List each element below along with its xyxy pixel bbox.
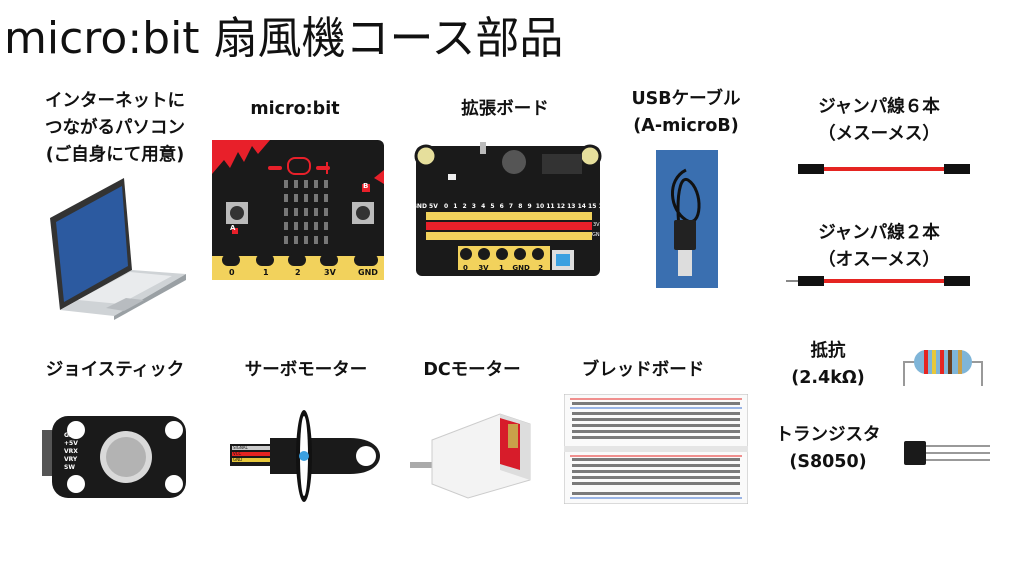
pc-label: インターネットに つながるパソコン (ご自身にて用意): [22, 88, 208, 169]
exp-rail-3v: 3V: [593, 222, 600, 228]
exp-pin-3: 3: [471, 203, 476, 210]
exp-pin-9: 9: [527, 203, 532, 210]
jumper-wire-om: [786, 274, 970, 288]
dc-motor: [408, 404, 540, 500]
exp-pin-12: 12: [556, 203, 566, 210]
usb-cable-line1: USBケーブル: [631, 89, 741, 109]
servo-wire-gnd: GND: [233, 457, 243, 462]
exp-pin-5: 5: [490, 203, 495, 210]
jumper-om-line1: ジャンパ線２本: [818, 223, 940, 243]
pc-label-line2: つながるパソコン: [45, 118, 185, 138]
resistor-line2: (2.4kΩ): [791, 368, 865, 388]
exp-pin-1: 1: [453, 203, 458, 210]
microbit-pin-3v: 3V: [324, 268, 336, 277]
resistor-label: 抵抗 (2.4kΩ): [780, 338, 876, 392]
servo-wire-signal: SIGNAL: [233, 445, 248, 450]
expansion-edge-pins: 0 3V 1 GND 2: [463, 264, 543, 272]
transistor-line1: トランジスタ: [775, 425, 881, 445]
exp-edge-2: 2: [538, 264, 544, 272]
transistor-label: トランジスタ (S8050): [764, 422, 892, 476]
exp-pin-14: 14: [577, 203, 586, 210]
exp-pin-15: 15: [588, 203, 597, 210]
expansion-pin-labels: GND 5V 0 1 2 3 4 5 6 7 8 9 10 11 12 13 1…: [412, 203, 628, 210]
exp-pin-0: 0: [443, 203, 449, 210]
exp-pin-2: 2: [462, 203, 467, 210]
expansion-header-rows: [426, 212, 592, 240]
joystick-pin-labels: GND +5V VRX VRY SW: [64, 432, 79, 472]
servo-wire-vcc: VCC: [233, 451, 242, 456]
dc-motor-label: DCモーター: [423, 360, 521, 380]
microbit-label: micro:bit: [250, 99, 340, 119]
microbit-pin-1: 1: [263, 268, 269, 277]
joystick-module: GND +5V VRX VRY SW: [42, 412, 190, 502]
jumper-om-label: ジャンパ線２本 （オスーメス）: [794, 220, 964, 274]
transistor-line2: (S8050): [789, 452, 867, 472]
jumper-mm-label: ジャンパ線６本 （メスーメス）: [794, 94, 964, 148]
exp-edge-0: 0: [463, 264, 468, 272]
servo-motor: SIGNAL VCC GND: [230, 408, 386, 504]
joystick-pin-vry: VRY: [64, 456, 78, 463]
joystick-pin-5v: +5V: [64, 440, 78, 447]
jumper-om-line2: （オスーメス）: [818, 250, 940, 270]
pc-label-line3: (ご自身にて用意): [45, 145, 185, 165]
exp-pin-4: 4: [481, 203, 486, 210]
exp-rail-gnd: GND: [592, 232, 604, 238]
joystick-pin-vrx: VRX: [64, 448, 78, 455]
exp-pin-6: 6: [499, 203, 504, 210]
jumper-mm-line1: ジャンパ線６本: [818, 97, 940, 117]
exp-pin-7: 7: [508, 203, 514, 210]
usb-cable-line2: (A-microB): [633, 116, 739, 136]
exp-pin-5v: 5V: [429, 203, 438, 210]
microbit-pin-2: 2: [295, 268, 301, 277]
breadboard: [564, 394, 748, 504]
resistor-line1: 抵抗: [810, 341, 846, 361]
page-title: micro:bit 扇風機コース部品: [4, 13, 564, 64]
microbit-button-a: A: [230, 224, 236, 232]
servo-label: サーボモーター: [244, 360, 368, 380]
pc-label-line1: インターネットに: [45, 91, 185, 111]
microbit-button-b: B: [363, 182, 369, 190]
joystick-pin-sw: SW: [64, 464, 75, 471]
servo-wire-labels: SIGNAL VCC GND: [233, 445, 248, 463]
resistor: [896, 336, 990, 388]
exp-pin-11: 11: [546, 203, 555, 210]
exp-pin-20: 20: [619, 203, 628, 210]
jumper-wire-mm: [798, 162, 970, 176]
expansion-board-label: 拡張ボード: [461, 99, 549, 119]
microbit-pin-gnd: GND: [358, 268, 378, 277]
laptop-image: [40, 170, 190, 320]
exp-pin-16: 16: [598, 203, 607, 210]
usb-cable-image: [656, 150, 718, 288]
joystick-label: ジョイスティック: [45, 360, 185, 380]
expansion-board: GND 5V 0 1 2 3 4 5 6 7 8 9 10 11 12 13 1…: [412, 140, 628, 280]
exp-pin-13: 13: [567, 203, 576, 210]
usb-cable-label: USBケーブル (A-microB): [618, 86, 754, 140]
transistor: [904, 440, 992, 466]
microbit-board: A B 0 1 2 3V GND: [212, 140, 384, 280]
jumper-mm-line2: （メスーメス）: [818, 124, 940, 144]
exp-edge-1: 1: [499, 264, 504, 272]
joystick-pin-gnd: GND: [64, 432, 79, 439]
microbit-pin-0: 0: [229, 268, 235, 277]
exp-edge-gnd: GND: [512, 264, 530, 272]
exp-pin-10: 10: [535, 203, 545, 210]
exp-pin-gnd: GND: [412, 203, 427, 210]
exp-pin-8: 8: [518, 203, 523, 210]
breadboard-label: ブレッドボード: [581, 360, 705, 380]
exp-edge-3v: 3V: [478, 264, 489, 272]
exp-pin-19: 19: [608, 203, 618, 210]
